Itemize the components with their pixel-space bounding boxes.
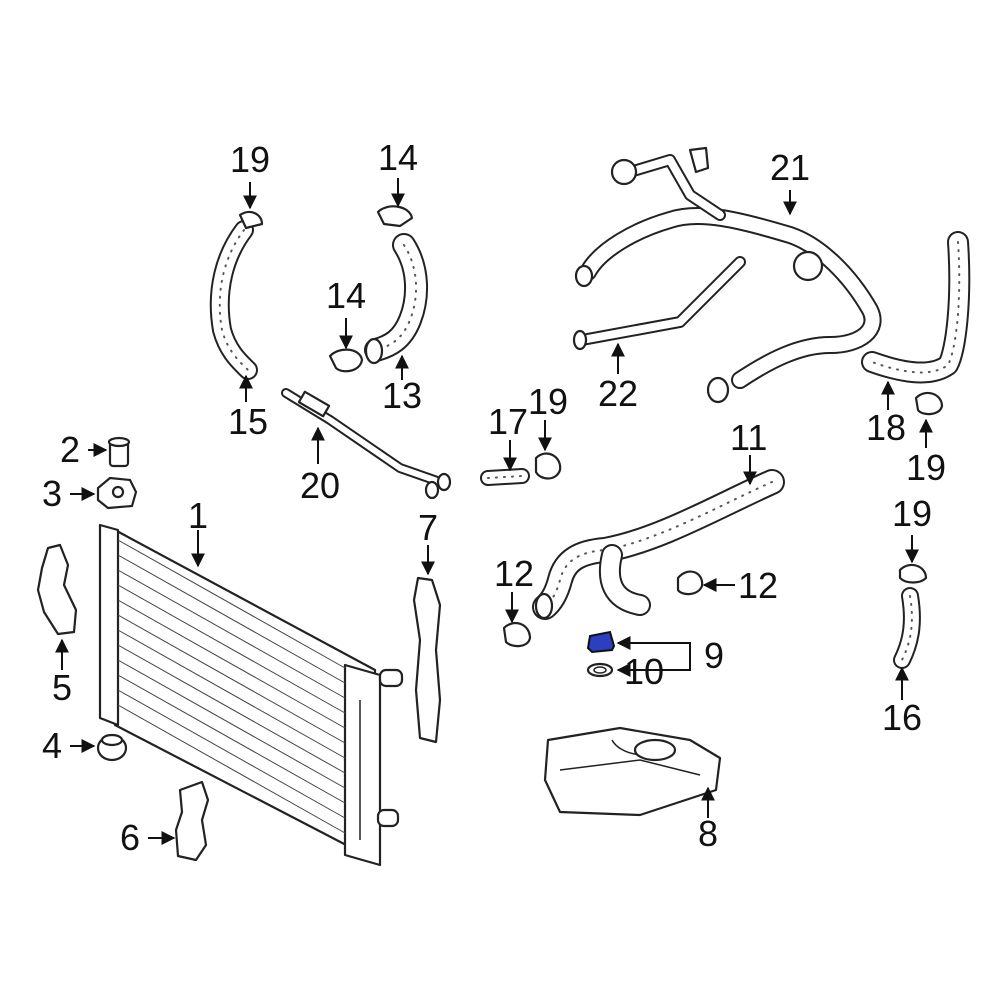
callout-3: 3 <box>42 473 62 514</box>
hose-18-part[interactable] <box>861 231 971 384</box>
clamp-14b[interactable] <box>328 348 364 373</box>
clamp-19c[interactable] <box>914 391 944 416</box>
reservoir-cap-part[interactable] <box>586 630 616 654</box>
mount-part[interactable] <box>96 476 138 510</box>
callout-1: 1 <box>188 495 208 536</box>
callout-19b: 19 <box>528 381 568 422</box>
callout-12b: 12 <box>738 565 778 606</box>
bushing-part[interactable] <box>107 436 131 468</box>
callout-19d: 19 <box>892 493 932 534</box>
callout-15: 15 <box>228 401 268 442</box>
coolant-pipe-20-part[interactable] <box>281 388 452 500</box>
air-guide-bracket-part[interactable] <box>36 543 78 636</box>
callout-20: 20 <box>300 465 340 506</box>
callout-18: 18 <box>866 407 906 448</box>
clamp-12b[interactable] <box>676 570 704 596</box>
callout-21: 21 <box>770 147 810 188</box>
callout-10: 10 <box>624 651 664 692</box>
clamp-19b[interactable] <box>534 452 562 480</box>
callout-5: 5 <box>52 667 72 708</box>
callout-4: 4 <box>42 725 62 766</box>
lower-bracket-part[interactable] <box>174 780 210 862</box>
radiator-part[interactable] <box>98 523 404 867</box>
callout-22: 22 <box>598 373 638 414</box>
callout-19c: 19 <box>906 447 946 488</box>
callout-14b: 14 <box>326 275 366 316</box>
callout-16: 16 <box>882 697 922 738</box>
callout-labels: 1 2 3 4 5 6 7 8 9 10 11 12 12 13 14 14 1… <box>42 137 946 858</box>
expansion-tank-part[interactable] <box>543 726 722 817</box>
clamp-19d[interactable] <box>898 563 928 584</box>
upper-hose-part[interactable] <box>209 220 258 380</box>
coolant-pipe-21-part[interactable] <box>574 146 882 404</box>
clamp-14a[interactable] <box>376 205 414 228</box>
callout-6: 6 <box>120 817 140 858</box>
small-hose-17-part[interactable] <box>480 468 530 486</box>
leader-lines <box>55 178 933 845</box>
hose-16-part[interactable] <box>893 587 921 669</box>
callout-13: 13 <box>382 375 422 416</box>
cap-seal-part[interactable] <box>586 662 614 678</box>
callout-11: 11 <box>730 417 767 458</box>
coolant-pipe-22-part[interactable] <box>572 256 746 351</box>
callout-8: 8 <box>698 813 718 854</box>
grommet-part[interactable] <box>96 733 128 762</box>
clamp-12a[interactable] <box>502 621 532 648</box>
seal-strip-part[interactable] <box>412 576 442 744</box>
callout-12a: 12 <box>494 553 534 594</box>
callout-2: 2 <box>60 429 80 470</box>
callout-7: 7 <box>418 507 438 548</box>
clamp-19a[interactable] <box>238 210 264 230</box>
hose-11-part[interactable] <box>532 469 785 620</box>
callout-17: 17 <box>488 401 528 442</box>
callout-9: 9 <box>704 635 724 676</box>
callout-19a: 19 <box>230 139 270 180</box>
radiator-hose-13-part[interactable] <box>364 233 428 365</box>
callout-14a: 14 <box>378 137 418 178</box>
